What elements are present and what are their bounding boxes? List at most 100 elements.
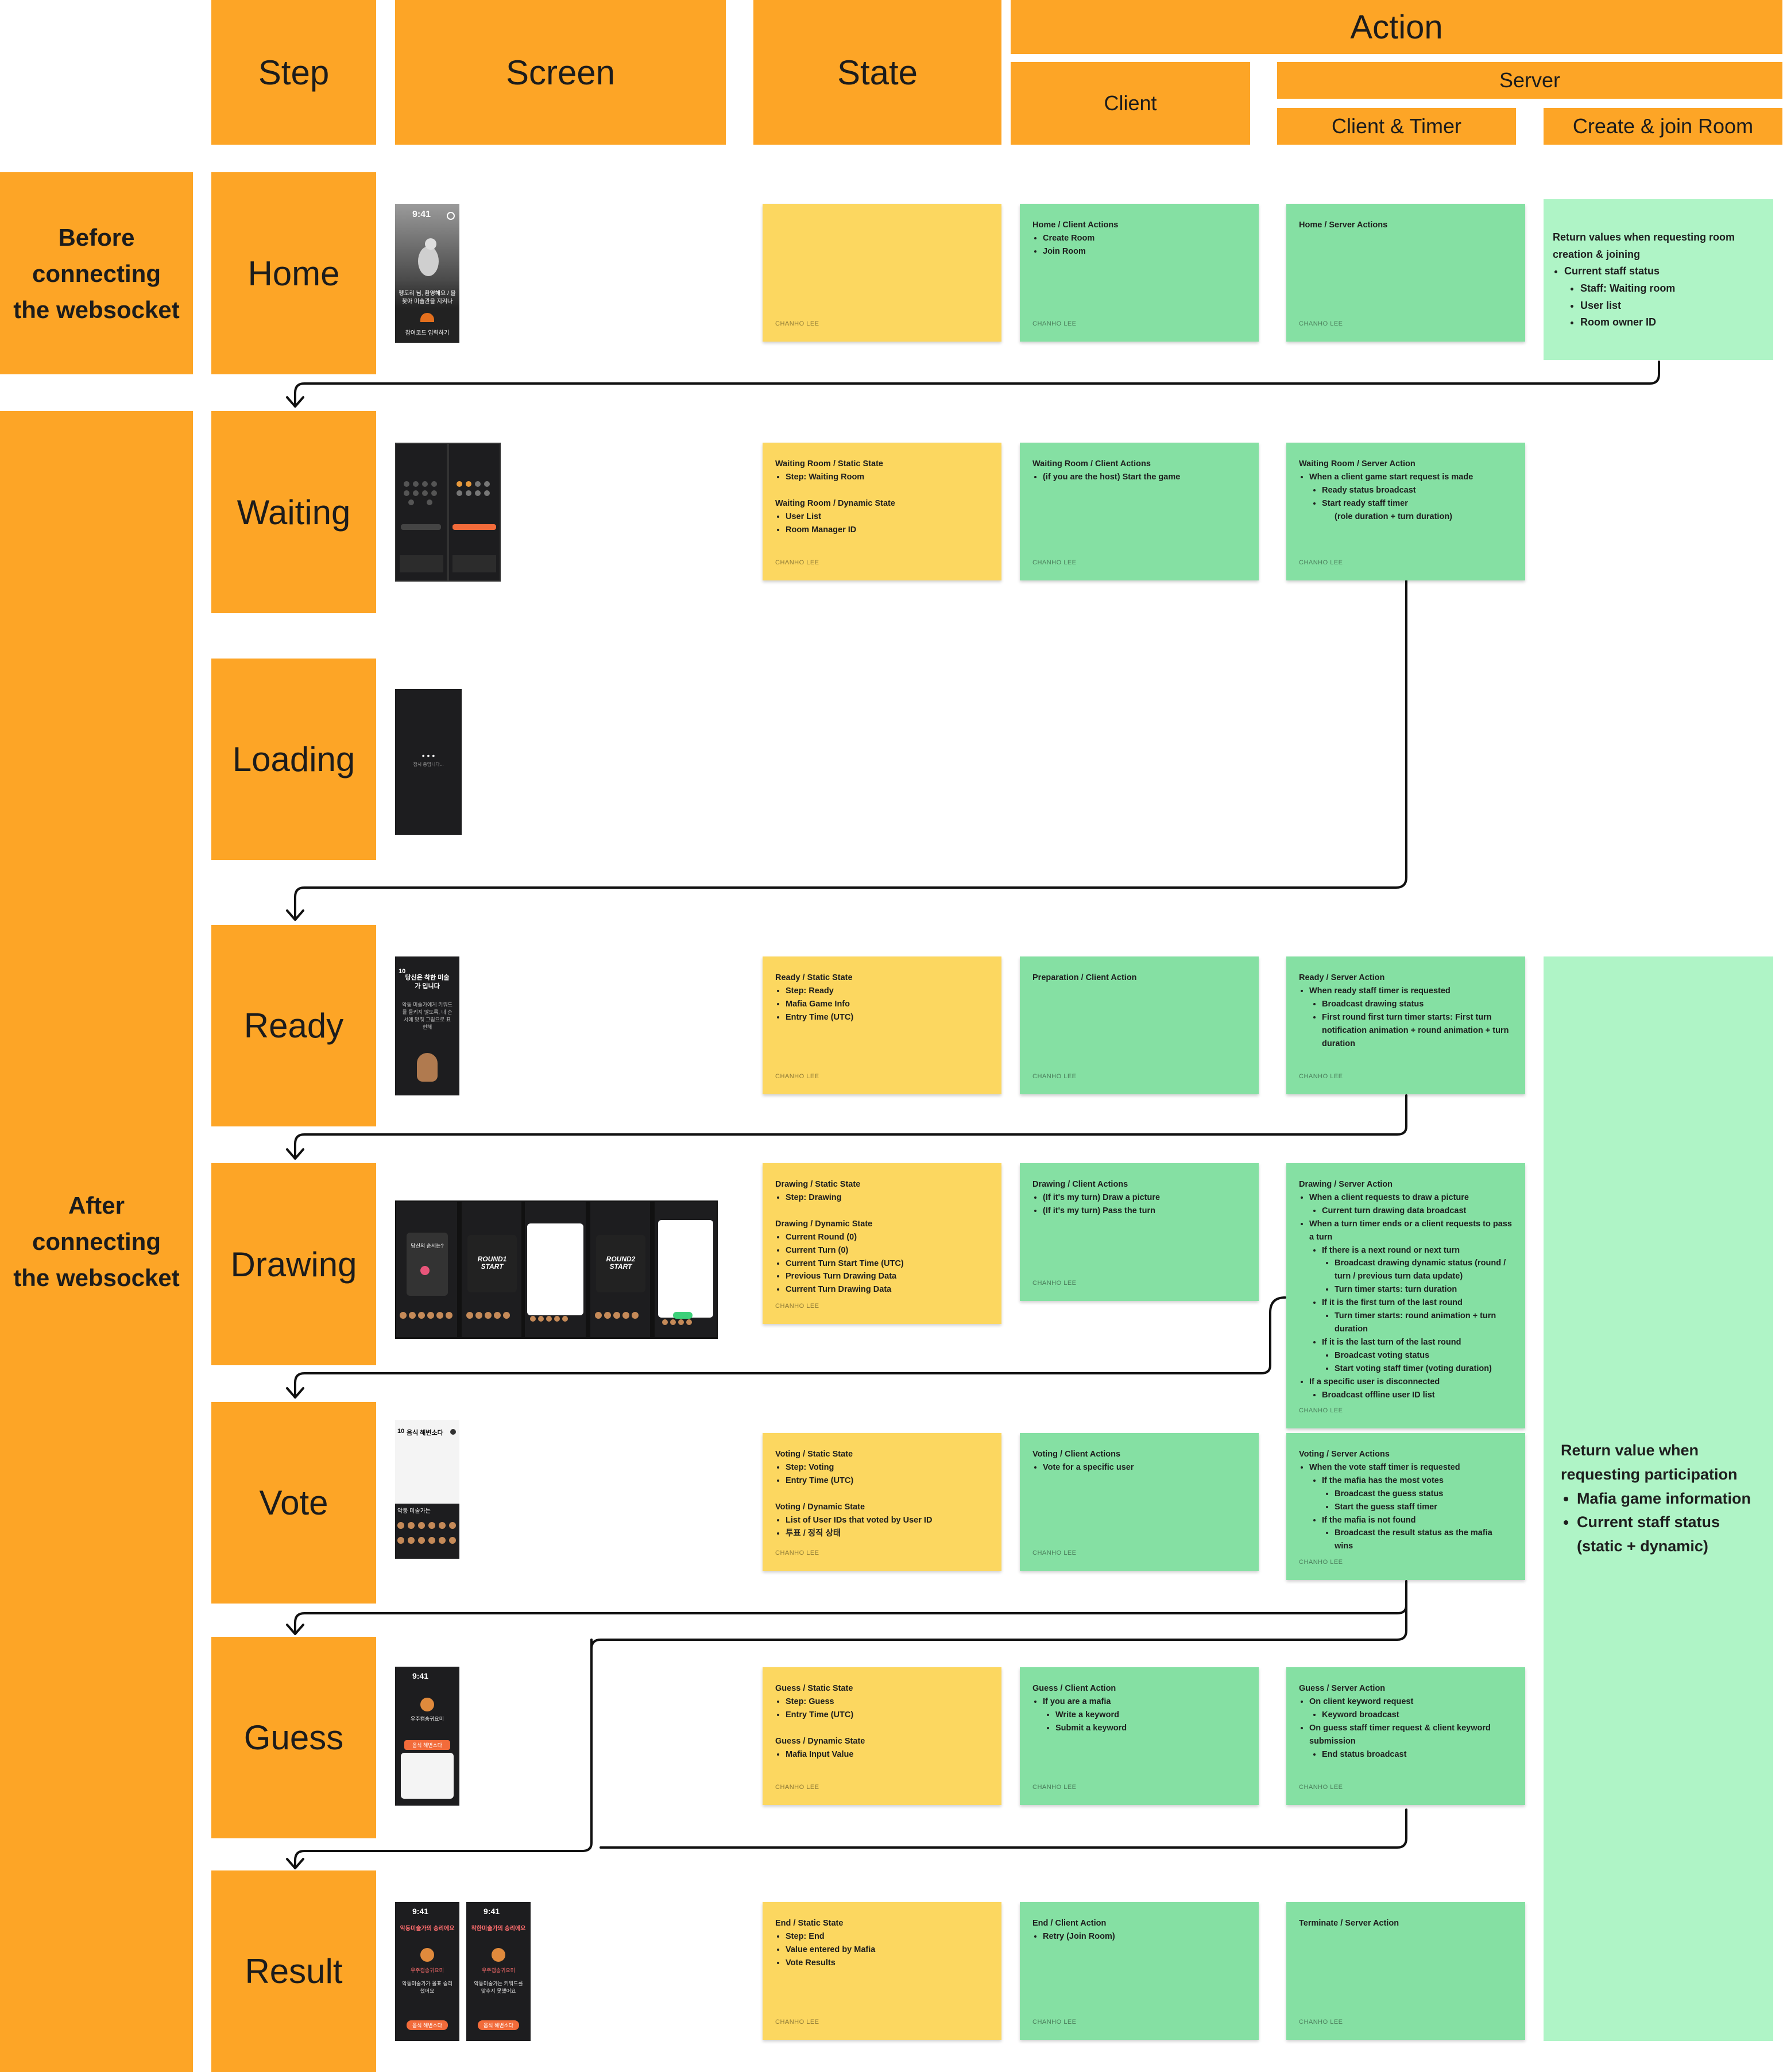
- screen-loading-thumbnail: • • • 잠시 중입니다...: [395, 689, 462, 835]
- header-state: State: [753, 0, 1001, 145]
- step-result: Result: [211, 1870, 376, 2072]
- note-subitem: Start ready staff timer: [1322, 497, 1513, 510]
- loading-text: 잠시 중입니다...: [413, 762, 444, 767]
- note-item: Vote Results: [786, 1957, 989, 1970]
- note-create-join-return: Return values when requesting room creat…: [1544, 199, 1773, 360]
- note-author: CHANHO LEE: [775, 1549, 819, 1556]
- note-author: CHANHO LEE: [1299, 1072, 1343, 1080]
- note-author: CHANHO LEE: [1032, 1549, 1077, 1556]
- note-subitem: If the mafia is not found: [1322, 1515, 1416, 1525]
- note-title: Voting / Server Actions: [1299, 1450, 1390, 1459]
- status-time: 9:41: [412, 1671, 429, 1680]
- note-title: Return values when requesting room creat…: [1553, 231, 1735, 260]
- note-title: Ready / Server Action: [1299, 973, 1385, 982]
- note-title: Return value when requesting participati…: [1561, 1441, 1738, 1483]
- note-result-server: Terminate / Server Action CHANHO LEE: [1286, 1902, 1525, 2040]
- turn-question: 당신의 순서는?: [411, 1243, 444, 1249]
- note-item: User List: [786, 510, 989, 524]
- note-item: Retry (Join Room): [1043, 1930, 1246, 1943]
- note-item: On client keyword request: [1309, 1697, 1414, 1706]
- note-subitem: Start voting staff timer (voting duratio…: [1335, 1362, 1513, 1376]
- step-vote: Vote: [211, 1402, 376, 1604]
- phase-after-websocket: After connecting the websocket: [0, 411, 193, 2072]
- note-author: CHANHO LEE: [1032, 1279, 1077, 1287]
- screen-result-b-thumbnail: 9:41 착한미술가의 승리에요 우주캠송귀요미 악동미술가는 키워드를 맞추지…: [466, 1902, 531, 2041]
- note-title: Drawing / Client Actions: [1032, 1180, 1128, 1189]
- note-item: When a turn timer ends or a client reque…: [1309, 1219, 1512, 1242]
- step-drawing: Drawing: [211, 1163, 376, 1365]
- waiting-room-screens: [396, 444, 500, 580]
- avatar-icon: [492, 1948, 505, 1962]
- screen-guess-thumbnail: 9:41 우주캠송귀요미 음식 해변소다: [395, 1667, 459, 1806]
- note-subitem: User list: [1580, 297, 1764, 315]
- result-description: 악동미술가는 키워드를 맞추지 못했어요: [474, 1981, 523, 1994]
- note-subitem: Broadcast drawing status: [1322, 998, 1513, 1011]
- note-item: Current Turn Start Time (UTC): [786, 1257, 989, 1271]
- note-title: Terminate / Server Action: [1299, 1919, 1399, 1928]
- note-ready-client: Preparation / Client Action CHANHO LEE: [1020, 956, 1259, 1094]
- screen-result-a-thumbnail: 9:41 악동미술가의 승리에요 우주캠송귀요미 악동미술가가 몰표 승리했어요…: [395, 1902, 459, 2041]
- note-item: Mafia Game Info: [786, 998, 989, 1011]
- note-title: End / Static State: [775, 1919, 844, 1928]
- note-subitem: Ready status broadcast: [1322, 484, 1513, 497]
- note-vote-state: Voting / Static State Step: VotingEntry …: [763, 1433, 1001, 1571]
- note-item: When a client requests to draw a picture: [1309, 1192, 1469, 1202]
- note-waiting-client: Waiting Room / Client Actions (if you ar…: [1020, 443, 1259, 580]
- guess-keyword-input[interactable]: 음식 해변소다: [404, 1740, 450, 1750]
- note-item: On guess staff timer request & client ke…: [1309, 1723, 1491, 1746]
- note-subitem: Start the guess staff timer: [1335, 1501, 1513, 1514]
- arrowhead-vote: [286, 1387, 304, 1399]
- note-guess-server: Guess / Server Action On client keyword …: [1286, 1667, 1525, 1805]
- step-loading: Loading: [211, 659, 376, 860]
- note-item: Step: Voting: [786, 1461, 989, 1474]
- note-author: CHANHO LEE: [1299, 559, 1343, 566]
- vote-panel: [395, 1504, 459, 1559]
- keyboard-area: [401, 1753, 454, 1799]
- note-result-client: End / Client Action Retry (Join Room) CH…: [1020, 1902, 1259, 2040]
- note-item: Entry Time (UTC): [786, 1474, 989, 1488]
- note-title: Ready / Static State: [775, 973, 853, 982]
- connector-guess-to-result: [600, 1808, 1407, 1849]
- result-keyword-badge: 음식 해변소다: [407, 2020, 448, 2030]
- bird-illustration-icon: [418, 238, 439, 276]
- note-title: Home / Client Actions: [1032, 220, 1119, 230]
- connector-vote-skip-line: [590, 1583, 1407, 1650]
- note-subitem: Broadcast the result status as the mafia…: [1335, 1527, 1513, 1553]
- note-subitem: Turn timer starts: round animation + tur…: [1335, 1310, 1513, 1336]
- note-item: (If it's my turn) Pass the turn: [1043, 1205, 1246, 1218]
- avatar-icon: [420, 1698, 434, 1711]
- close-icon: [447, 212, 455, 220]
- voter-avatars: [397, 1522, 456, 1544]
- note-waiting-state: Waiting Room / Static State Step: Waitin…: [763, 443, 1001, 580]
- note-subitem: Keyword broadcast: [1322, 1709, 1513, 1722]
- note-subitem: If there is a next round or next turn: [1322, 1245, 1460, 1255]
- screen-drawing-thumbnail: 당신의 순서는? ROUND1 START ROUND2 START: [395, 1200, 718, 1339]
- step-ready: Ready: [211, 925, 376, 1126]
- note-item: Current staff status: [1564, 265, 1660, 277]
- note-drawing-server: Drawing / Server Action When a client re…: [1286, 1163, 1525, 1428]
- note-title: Drawing / Dynamic State: [775, 1219, 873, 1229]
- note-item: Vote for a specific user: [1043, 1461, 1246, 1474]
- note-author: CHANHO LEE: [775, 1302, 819, 1310]
- note-subitem: Turn timer starts: turn duration: [1335, 1283, 1513, 1296]
- close-icon[interactable]: [450, 1429, 456, 1435]
- bear-character-icon: [417, 1053, 438, 1082]
- note-item: Step: Waiting Room: [786, 471, 989, 484]
- note-subitem: First round first turn timer starts: Fir…: [1322, 1011, 1513, 1051]
- join-code-button[interactable]: 참여코드 입력하기: [405, 330, 450, 336]
- header-step: Step: [211, 0, 376, 145]
- note-title: Waiting Room / Server Action: [1299, 459, 1415, 468]
- note-item: Current staff status (static + dynamic): [1577, 1511, 1756, 1559]
- note-item: Current Round (0): [786, 1231, 989, 1244]
- note-subitem: Broadcast voting status: [1335, 1349, 1513, 1362]
- note-subitem: Write a keyword: [1055, 1709, 1246, 1722]
- note-author: CHANHO LEE: [1032, 1072, 1077, 1080]
- note-title: Waiting Room / Dynamic State: [775, 498, 895, 508]
- drawing-screens: [396, 1202, 717, 1337]
- header-client: Client: [1011, 62, 1250, 145]
- note-author: CHANHO LEE: [1299, 1558, 1343, 1566]
- note-item: Previous Turn Drawing Data: [786, 1270, 989, 1283]
- arrowhead-waiting: [286, 396, 304, 408]
- vote-keyword: 음식 해변소다: [407, 1430, 443, 1436]
- note-drawing-state: Drawing / Static State Step: Drawing Dra…: [763, 1163, 1001, 1324]
